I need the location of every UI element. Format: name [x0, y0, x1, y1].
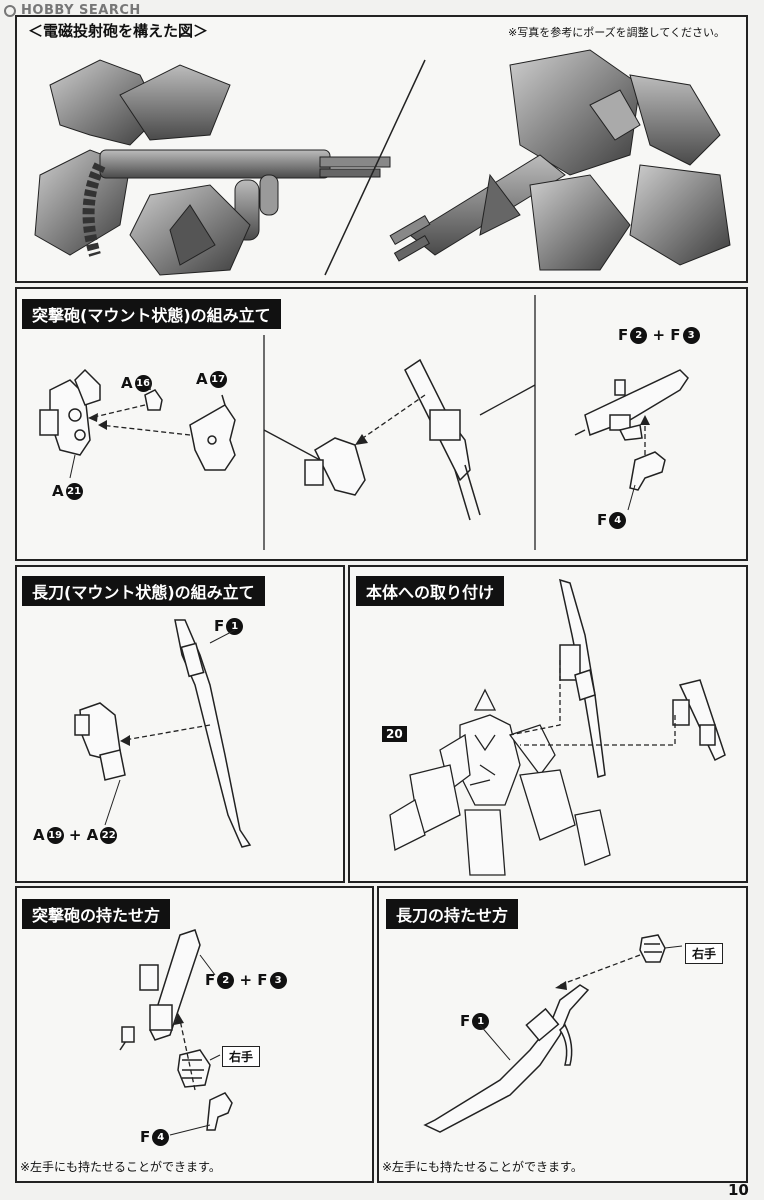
hold-sword-title: 長刀の持たせ方 [386, 899, 519, 929]
photo-divider [324, 59, 426, 276]
robot-photo-right [389, 49, 731, 271]
hold-cannon-frame [15, 886, 374, 1183]
right-hand-label-cannon: 右手 [222, 1046, 261, 1067]
page-number: 10 [728, 1181, 749, 1199]
right-hand-label-sword: 右手 [685, 943, 724, 964]
body-attach-title: 本体への取り付け [356, 576, 505, 606]
top-section-note: ※写真を参考にポーズを調整してください。 [508, 26, 726, 39]
hold-sword-note: ※左手にも持たせることができます。 [382, 1160, 583, 1174]
long-sword-mount-title: 長刀(マウント状態)の組み立て [22, 576, 265, 606]
step-number-badge: 20 [382, 726, 407, 742]
watermark: HOBBY SEARCH [4, 3, 141, 18]
assault-cannon-mount-title: 突撃砲(マウント状態)の組み立て [22, 299, 281, 329]
hold-cannon-title: 突撃砲の持たせ方 [22, 899, 171, 929]
robot-photo-left [34, 59, 391, 276]
long-sword-mount-frame [15, 565, 345, 883]
top-section-title: ＜電磁投射砲を構えた図＞ [28, 22, 209, 40]
body-attach-diagram [389, 578, 726, 876]
hold-cannon-diagram [119, 929, 233, 1136]
long-sword-assembly-diagram [74, 619, 252, 848]
hold-cannon-note: ※左手にも持たせることができます。 [20, 1160, 221, 1174]
hold-sword-diagram [423, 934, 683, 1133]
watermark-logo-icon [4, 4, 16, 17]
assault-cannon-assembly-diagram [39, 295, 689, 550]
